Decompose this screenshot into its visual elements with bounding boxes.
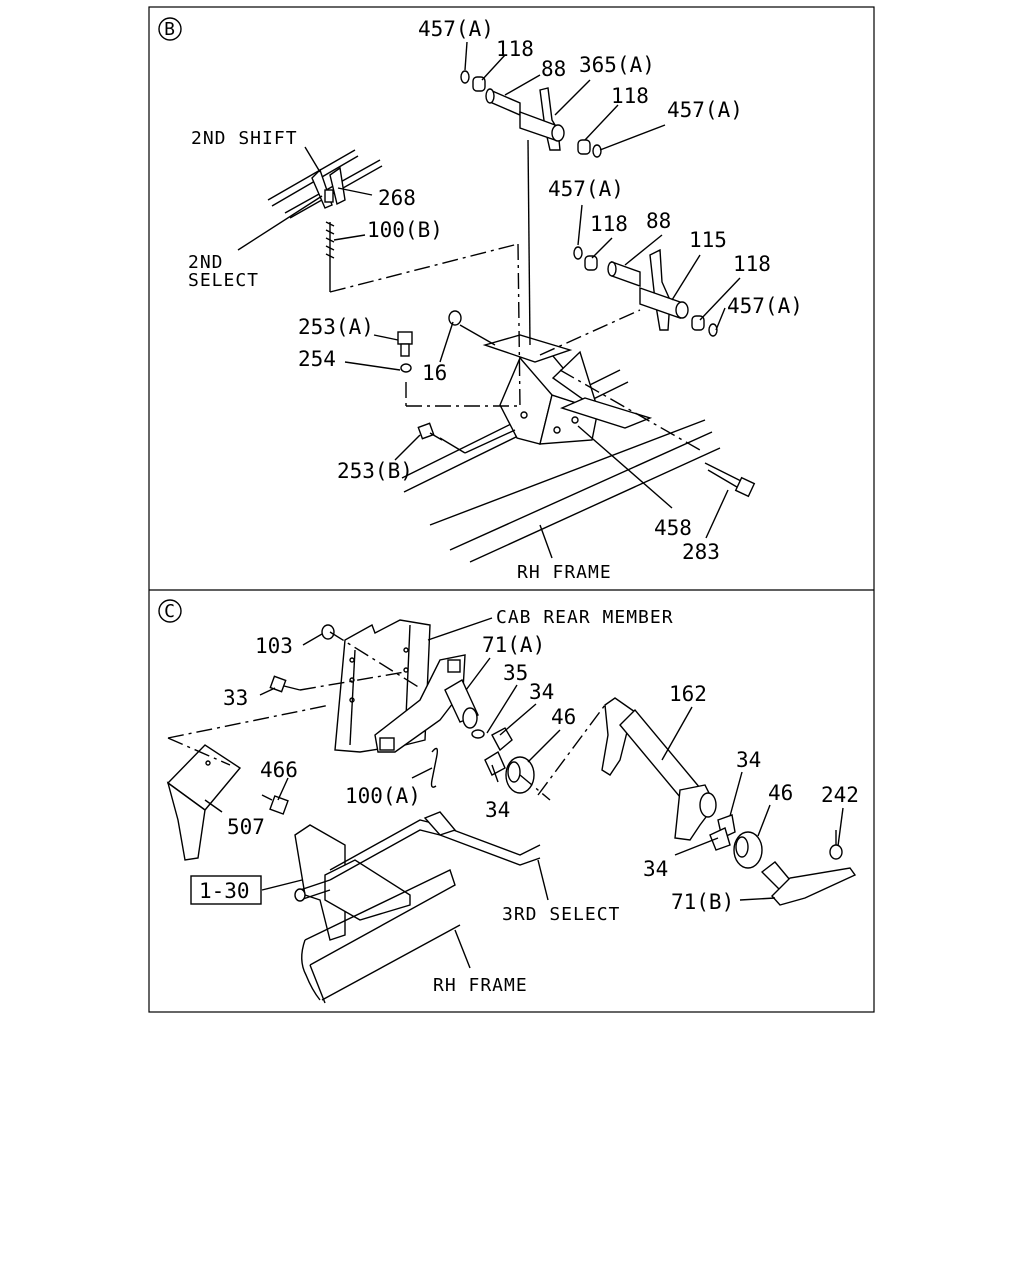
bolts-b [397, 310, 756, 498]
label-103: 103 [255, 634, 293, 658]
label-118-4: 118 [733, 252, 771, 276]
label-33: 33 [223, 686, 248, 710]
leaders-b [237, 41, 741, 559]
labels-b: 457(A) 118 88 365(A) 118 457(A) 2ND SHIF… [188, 17, 803, 583]
label-2nd-shift: 2ND SHIFT [191, 128, 298, 149]
panel-c-marker: C [164, 601, 176, 622]
cab-rear-member [334, 619, 466, 753]
label-283: 283 [682, 540, 720, 564]
panel-b-marker: B [164, 19, 176, 40]
label-35: 35 [503, 661, 528, 685]
label-365a: 365(A) [579, 53, 655, 77]
label-88-1: 88 [541, 57, 566, 81]
bracket-71b [760, 830, 857, 906]
panel-c: C [158, 599, 859, 1004]
panel-b: B [158, 17, 803, 583]
diagram-border [148, 6, 875, 1013]
panel-b-marker-circle [158, 17, 182, 41]
label-254: 254 [298, 347, 336, 371]
labels-c: CAB REAR MEMBER 103 71(A) 35 34 46 162 3… [190, 607, 859, 996]
lever-115 [573, 246, 718, 337]
third-select-rod [294, 811, 541, 941]
leaders-c [204, 617, 844, 969]
label-34-1: 34 [529, 680, 554, 704]
label-458: 458 [654, 516, 692, 540]
label-cab-rear-member: CAB REAR MEMBER [496, 607, 674, 628]
label-457a-4: 457(A) [727, 294, 803, 318]
ref-box-1-30 [190, 875, 262, 905]
shift-rods [267, 149, 383, 292]
label-253a: 253(A) [298, 315, 374, 339]
label-46-1: 46 [551, 705, 576, 729]
label-457a-3: 457(A) [548, 177, 624, 201]
label-118-1: 118 [496, 37, 534, 61]
label-rh-frame-b: RH FRAME [517, 562, 612, 583]
label-88-2: 88 [646, 209, 671, 233]
label-115: 115 [689, 228, 727, 252]
label-3rd-select: 3RD SELECT [502, 904, 620, 925]
label-16: 16 [422, 361, 447, 385]
dash-links-c [299, 631, 606, 801]
label-100a: 100(A) [345, 784, 421, 808]
label-242: 242 [821, 783, 859, 807]
label-34-2: 34 [736, 748, 761, 772]
label-466: 466 [260, 758, 298, 782]
rh-frame-c [301, 869, 461, 1004]
bracket-507 [166, 704, 331, 861]
label-118-2: 118 [611, 84, 649, 108]
label-71b: 71(B) [671, 890, 734, 914]
label-34-4: 34 [643, 857, 668, 881]
label-507: 507 [227, 815, 265, 839]
label-118-3: 118 [590, 212, 628, 236]
label-1-30: 1-30 [199, 879, 250, 903]
bolts-c [261, 624, 439, 815]
label-253b: 253(B) [337, 459, 413, 483]
bracket-458 [482, 334, 653, 445]
label-71a: 71(A) [482, 633, 545, 657]
shaft-162 [601, 697, 763, 869]
label-select: SELECT [188, 270, 259, 291]
label-100b: 100(B) [367, 218, 443, 242]
label-268: 268 [378, 186, 416, 210]
lever-linkage [329, 139, 701, 454]
panel-c-marker-circle [158, 599, 182, 623]
label-rh-frame-c: RH FRAME [433, 975, 528, 996]
label-46-2: 46 [768, 781, 793, 805]
lever-365a [460, 70, 602, 158]
label-457a-1: 457(A) [418, 17, 494, 41]
label-2nd: 2ND [188, 252, 224, 273]
label-34-3: 34 [485, 798, 510, 822]
label-457a-2: 457(A) [667, 98, 743, 122]
label-162: 162 [669, 682, 707, 706]
